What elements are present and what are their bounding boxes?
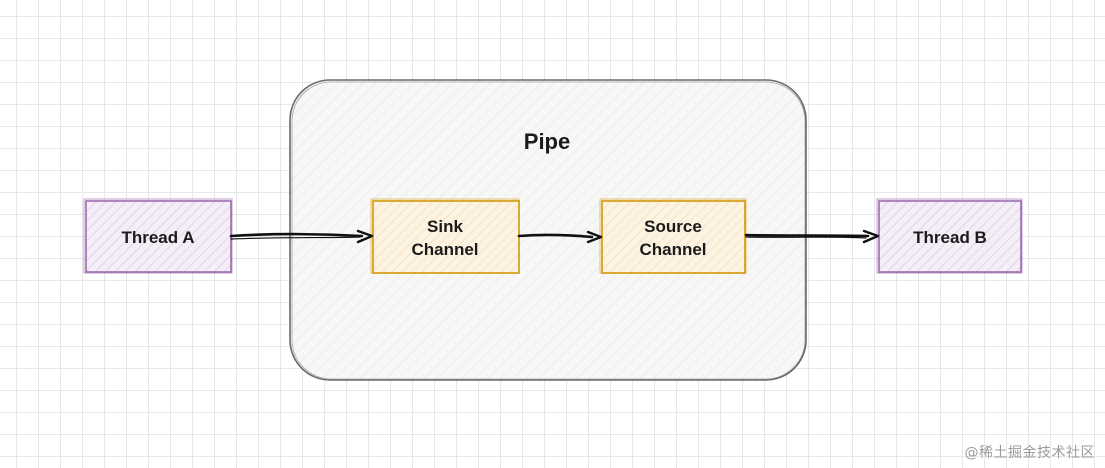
sink-channel-label-line1: Sink	[427, 217, 463, 236]
sink-channel-node: Sink Channel	[370, 198, 520, 274]
source-channel-label-line2: Channel	[639, 240, 706, 259]
pipe-label: Pipe	[524, 129, 570, 154]
watermark-text: @稀土掘金技术社区	[964, 445, 1095, 461]
arrow-source-to-thread-b	[744, 229, 880, 244]
thread-a-node: Thread A	[83, 198, 233, 274]
source-channel-node: Source Channel	[599, 198, 747, 274]
pipe-container: Pipe	[289, 79, 807, 381]
sink-channel-label-line2: Channel	[411, 240, 478, 259]
thread-a-label: Thread A	[121, 228, 194, 247]
arrow-sink-to-source	[517, 230, 603, 244]
thread-b-node: Thread B	[876, 198, 1023, 274]
arrow-thread-a-to-sink	[229, 229, 374, 244]
source-channel-label-line1: Source	[644, 217, 702, 236]
thread-b-label: Thread B	[913, 228, 987, 247]
